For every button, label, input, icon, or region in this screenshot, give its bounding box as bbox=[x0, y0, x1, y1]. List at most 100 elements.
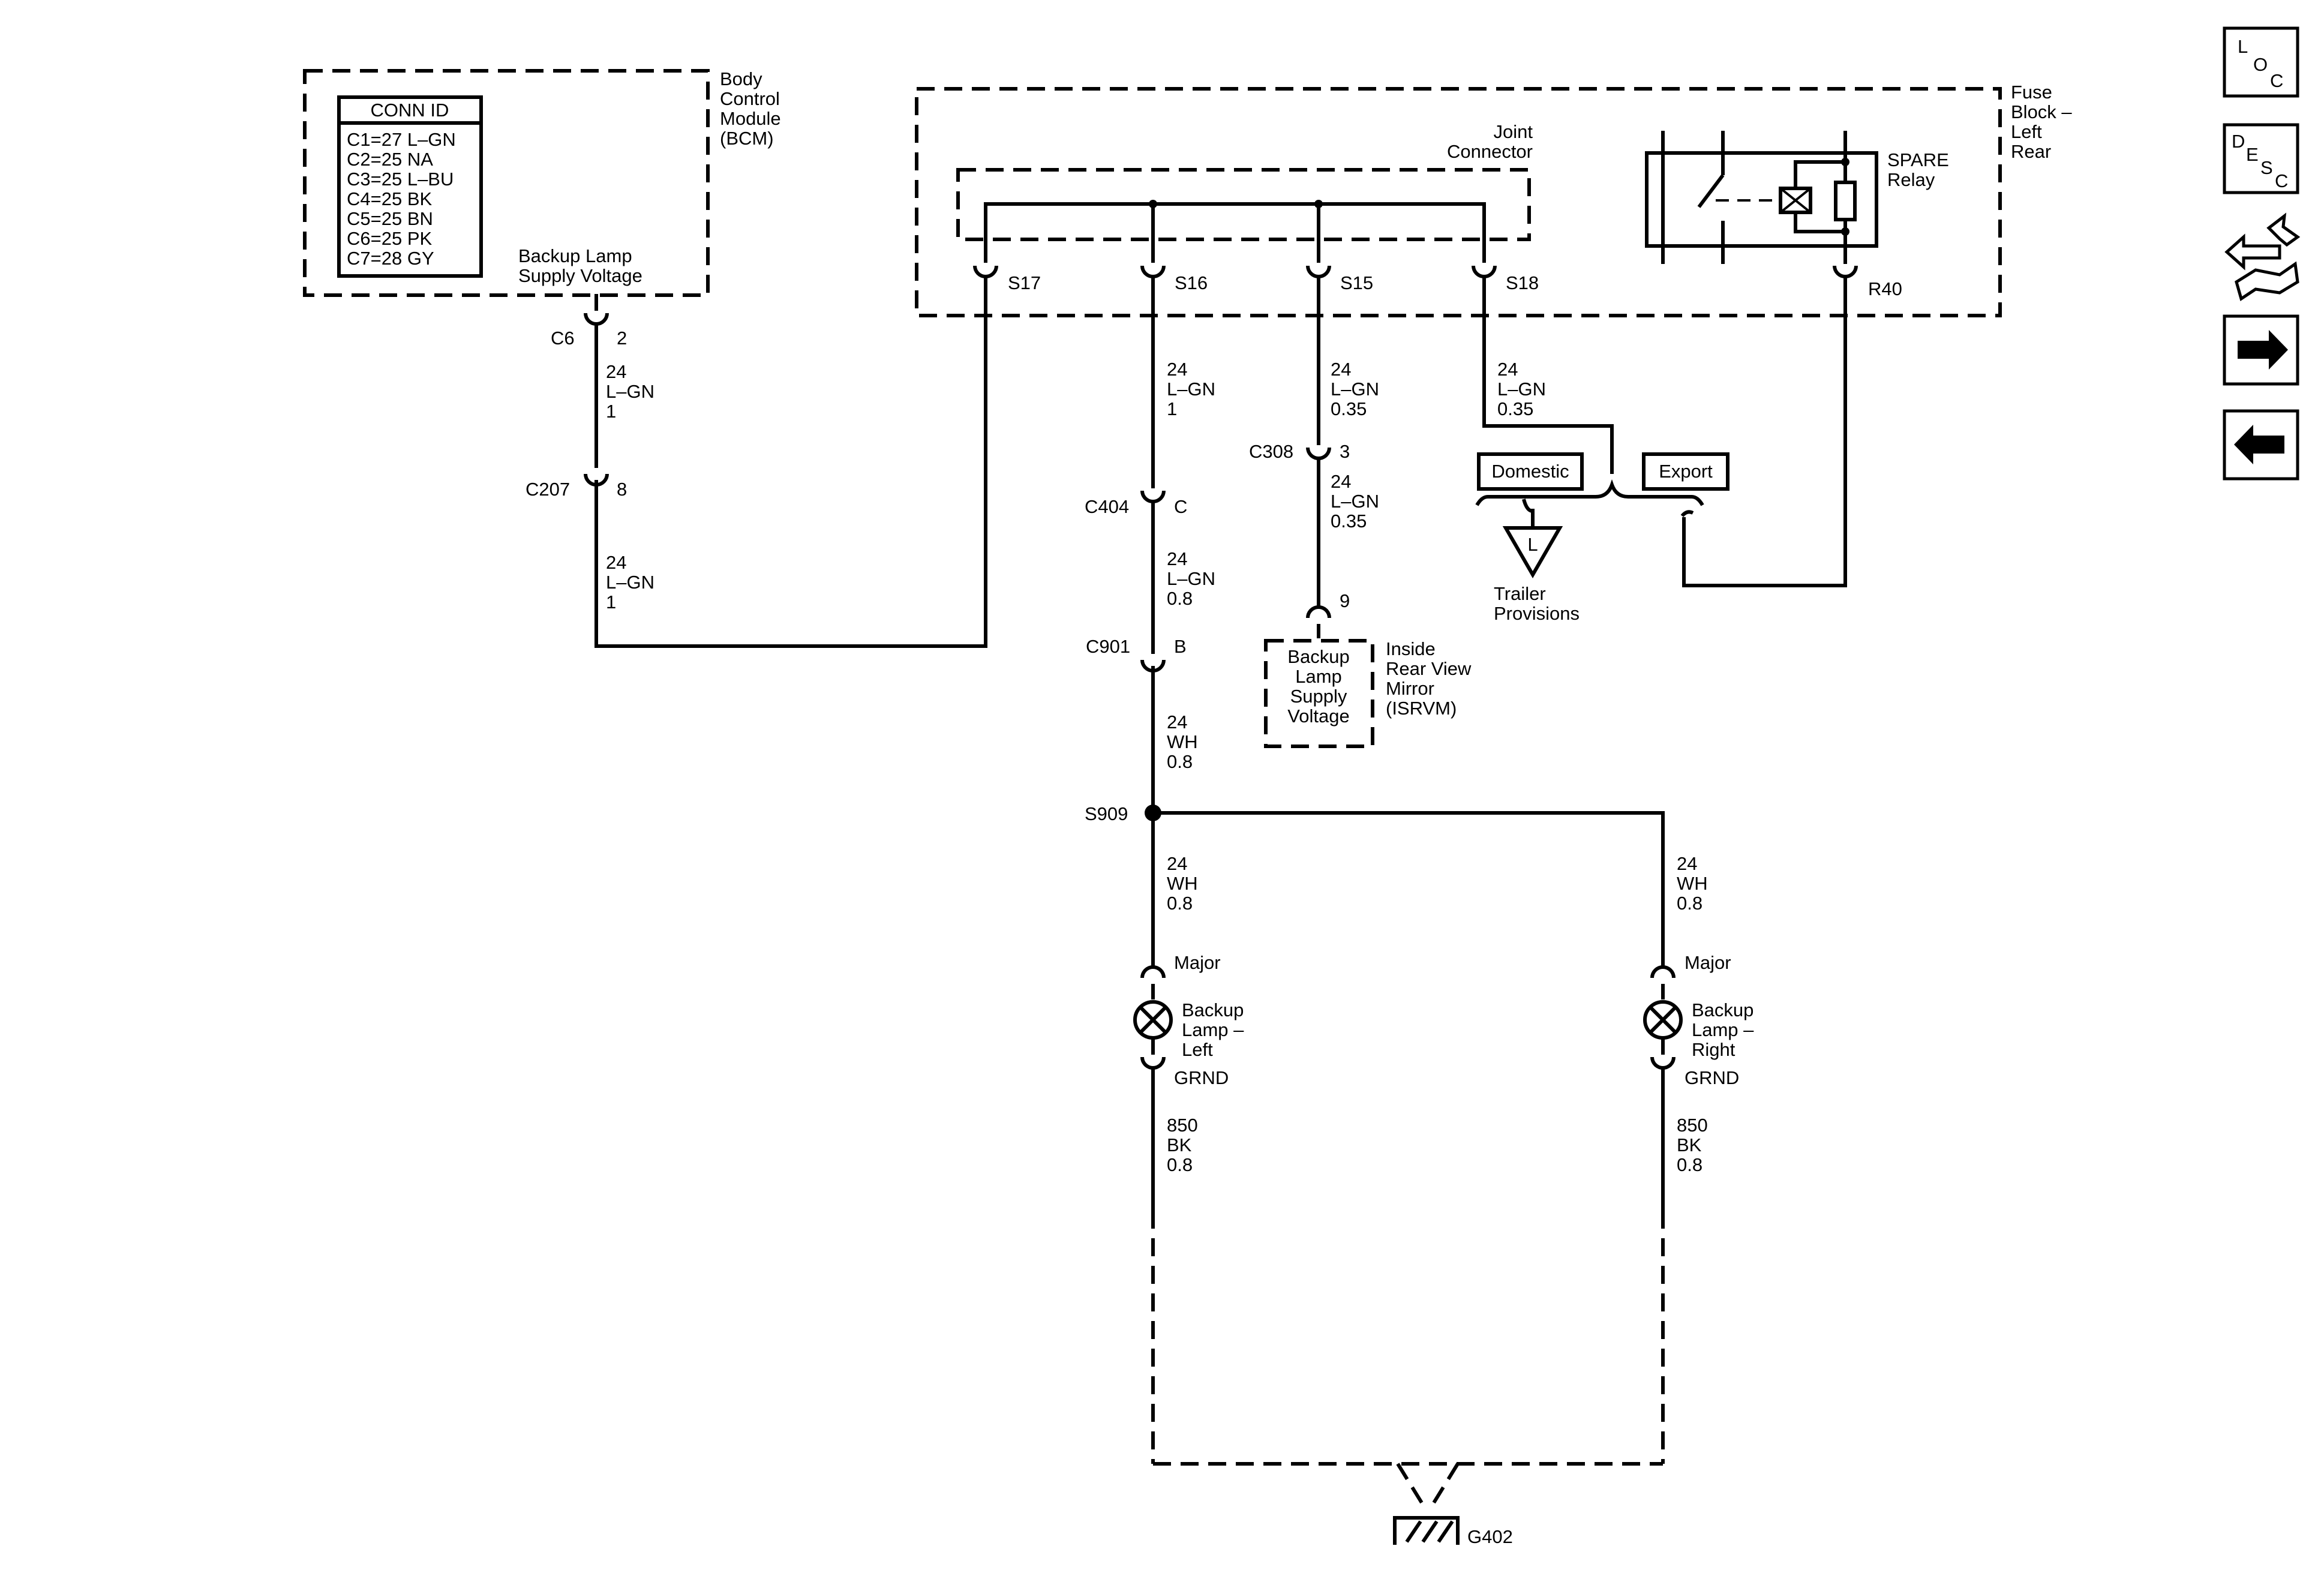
wire-label: L–GN bbox=[1331, 491, 1379, 512]
svg-text:S: S bbox=[2260, 157, 2273, 178]
wire-label: 0.35 bbox=[1497, 398, 1533, 419]
splice-s17: S17 bbox=[973, 246, 1041, 293]
lamp-right-major: Major bbox=[1685, 952, 1731, 973]
lamp-right-name: Right bbox=[1692, 1039, 1736, 1060]
joint-connector-title-2: Connector bbox=[1447, 141, 1533, 162]
connector-c207: C207 8 bbox=[526, 473, 627, 500]
fuse-block-title-2: Block – bbox=[2011, 101, 2072, 122]
wire-label: 24 bbox=[1677, 853, 1697, 874]
relay-pin-label: R40 bbox=[1868, 278, 1902, 299]
wire-label: 0.8 bbox=[1677, 1154, 1703, 1175]
conn-id-row: C1=27 L–GN bbox=[347, 129, 456, 150]
wire-label: L–GN bbox=[606, 381, 654, 402]
wire-label: L–GN bbox=[606, 572, 654, 593]
connector-c207-pin: 8 bbox=[617, 479, 627, 500]
conn-id-row: C7=28 GY bbox=[347, 248, 434, 269]
splice-s909-label: S909 bbox=[1085, 803, 1128, 824]
fuse-block-title-3: Left bbox=[2011, 121, 2042, 142]
connector-c207-label: C207 bbox=[526, 479, 570, 500]
mirror-pin: 9 bbox=[1340, 590, 1350, 611]
wrench-arrows-button[interactable] bbox=[2224, 212, 2301, 301]
splice-s909: S909 bbox=[1085, 803, 1161, 824]
fuse-block: Fuse Block – Left Rear Joint Connector S… bbox=[915, 82, 2072, 317]
wire-label: L–GN bbox=[1331, 379, 1379, 400]
wire-label: WH bbox=[1167, 873, 1198, 894]
mirror-title: Mirror bbox=[1386, 678, 1434, 699]
wire-label: 0.35 bbox=[1331, 398, 1367, 419]
svg-text:C: C bbox=[2275, 170, 2288, 191]
lamp-left-grnd: GRND bbox=[1174, 1067, 1229, 1088]
wire-label: 24 bbox=[1167, 359, 1187, 380]
wire-label: 24 bbox=[606, 552, 626, 573]
loc-button[interactable]: L O C bbox=[2223, 26, 2299, 98]
connector-c6: C6 2 bbox=[551, 294, 627, 349]
mirror-boundary bbox=[1264, 639, 1374, 748]
connector-c901-label: C901 bbox=[1086, 636, 1130, 657]
conn-id-row: C2=25 NA bbox=[347, 149, 433, 170]
lamp-left-major: Major bbox=[1174, 952, 1221, 973]
lamp-right-name: Backup bbox=[1692, 999, 1753, 1020]
bcm-title-3: Module bbox=[720, 108, 781, 129]
wire-label: 1 bbox=[606, 401, 616, 422]
conn-id-table: CONN ID C1=27 L–GN C2=25 NA C3=25 L–BU C… bbox=[337, 95, 483, 278]
splice-label: S17 bbox=[1008, 272, 1041, 293]
previous-page-button[interactable] bbox=[2223, 409, 2299, 481]
conn-id-row: C6=25 PK bbox=[347, 228, 433, 249]
wire-label: WH bbox=[1167, 731, 1198, 752]
lamp-left-name: Left bbox=[1182, 1039, 1213, 1060]
joint-connector-title-1: Joint bbox=[1494, 121, 1533, 142]
wire-label: 0.35 bbox=[1331, 511, 1367, 532]
wire-label: BK bbox=[1677, 1134, 1702, 1155]
wire-label: 1 bbox=[1167, 398, 1177, 419]
trailer-symbol: L bbox=[1527, 534, 1538, 555]
ground-label: G402 bbox=[1467, 1526, 1513, 1547]
svg-text:O: O bbox=[2253, 54, 2268, 75]
option-export-label: Export bbox=[1659, 461, 1713, 482]
wire-label: 0.8 bbox=[1167, 588, 1193, 609]
wire-label: 850 bbox=[1677, 1115, 1708, 1136]
ground-chassis-icon bbox=[1393, 1516, 1460, 1545]
connector-c404-label: C404 bbox=[1085, 496, 1129, 517]
wire-label: 1 bbox=[606, 592, 616, 613]
wire-label: 24 bbox=[1497, 359, 1518, 380]
wire-label: 0.8 bbox=[1167, 1154, 1193, 1175]
mirror-title: Inside bbox=[1386, 638, 1436, 659]
mirror-pin-label: Lamp bbox=[1295, 666, 1342, 687]
bcm-title-4: (BCM) bbox=[720, 128, 774, 149]
option-domestic-box bbox=[1477, 452, 1584, 491]
splice-label: S18 bbox=[1506, 272, 1539, 293]
connector-c308-pin: 3 bbox=[1340, 441, 1350, 462]
option-domestic: Domestic bbox=[1477, 452, 1584, 491]
trailer-label-2: Provisions bbox=[1494, 603, 1580, 624]
mirror-pin-label: Supply bbox=[1290, 686, 1347, 707]
next-page-button[interactable] bbox=[2223, 314, 2299, 386]
splice-label: S16 bbox=[1175, 272, 1208, 293]
spare-relay: SPARE Relay R40 bbox=[1645, 131, 1949, 299]
backup-lamp-left: Major Backup Lamp – Left GRND bbox=[1133, 952, 1244, 1088]
connector-c901-pin: B bbox=[1174, 636, 1187, 657]
desc-button[interactable]: D E S C bbox=[2223, 123, 2299, 194]
wire-label: 0.8 bbox=[1677, 893, 1703, 914]
svg-text:L: L bbox=[2238, 36, 2248, 57]
backup-lamp-right: Major Backup Lamp – Right GRND bbox=[1643, 952, 1754, 1088]
arrow-left-icon bbox=[2234, 425, 2284, 464]
conn-id-row: C4=25 BK bbox=[347, 188, 433, 209]
mirror-pin-label: Backup bbox=[1287, 646, 1349, 667]
connector-c404-pin: C bbox=[1174, 496, 1187, 517]
wire-label: 24 bbox=[1167, 853, 1187, 874]
wire-label: 850 bbox=[1167, 1115, 1198, 1136]
wire-label: 24 bbox=[1331, 359, 1351, 380]
option-export-box bbox=[1642, 452, 1730, 491]
connector-c404: C404 C bbox=[1085, 471, 1187, 517]
connector-c6-pin: 2 bbox=[617, 328, 627, 349]
fuse-block-title-4: Rear bbox=[2011, 141, 2051, 162]
joint-connector-boundary bbox=[956, 168, 1531, 241]
wire-label: L–GN bbox=[1167, 568, 1215, 589]
connector-c6-label: C6 bbox=[551, 328, 575, 349]
arrow-right-icon bbox=[2238, 330, 2288, 370]
option-export: Export bbox=[1642, 452, 1730, 491]
fuse-block-boundary bbox=[915, 87, 2002, 317]
trailer-provisions: L Trailer Provisions bbox=[1494, 509, 1580, 624]
bcm-title-2: Control bbox=[720, 88, 780, 109]
relay-box bbox=[1645, 151, 1878, 248]
